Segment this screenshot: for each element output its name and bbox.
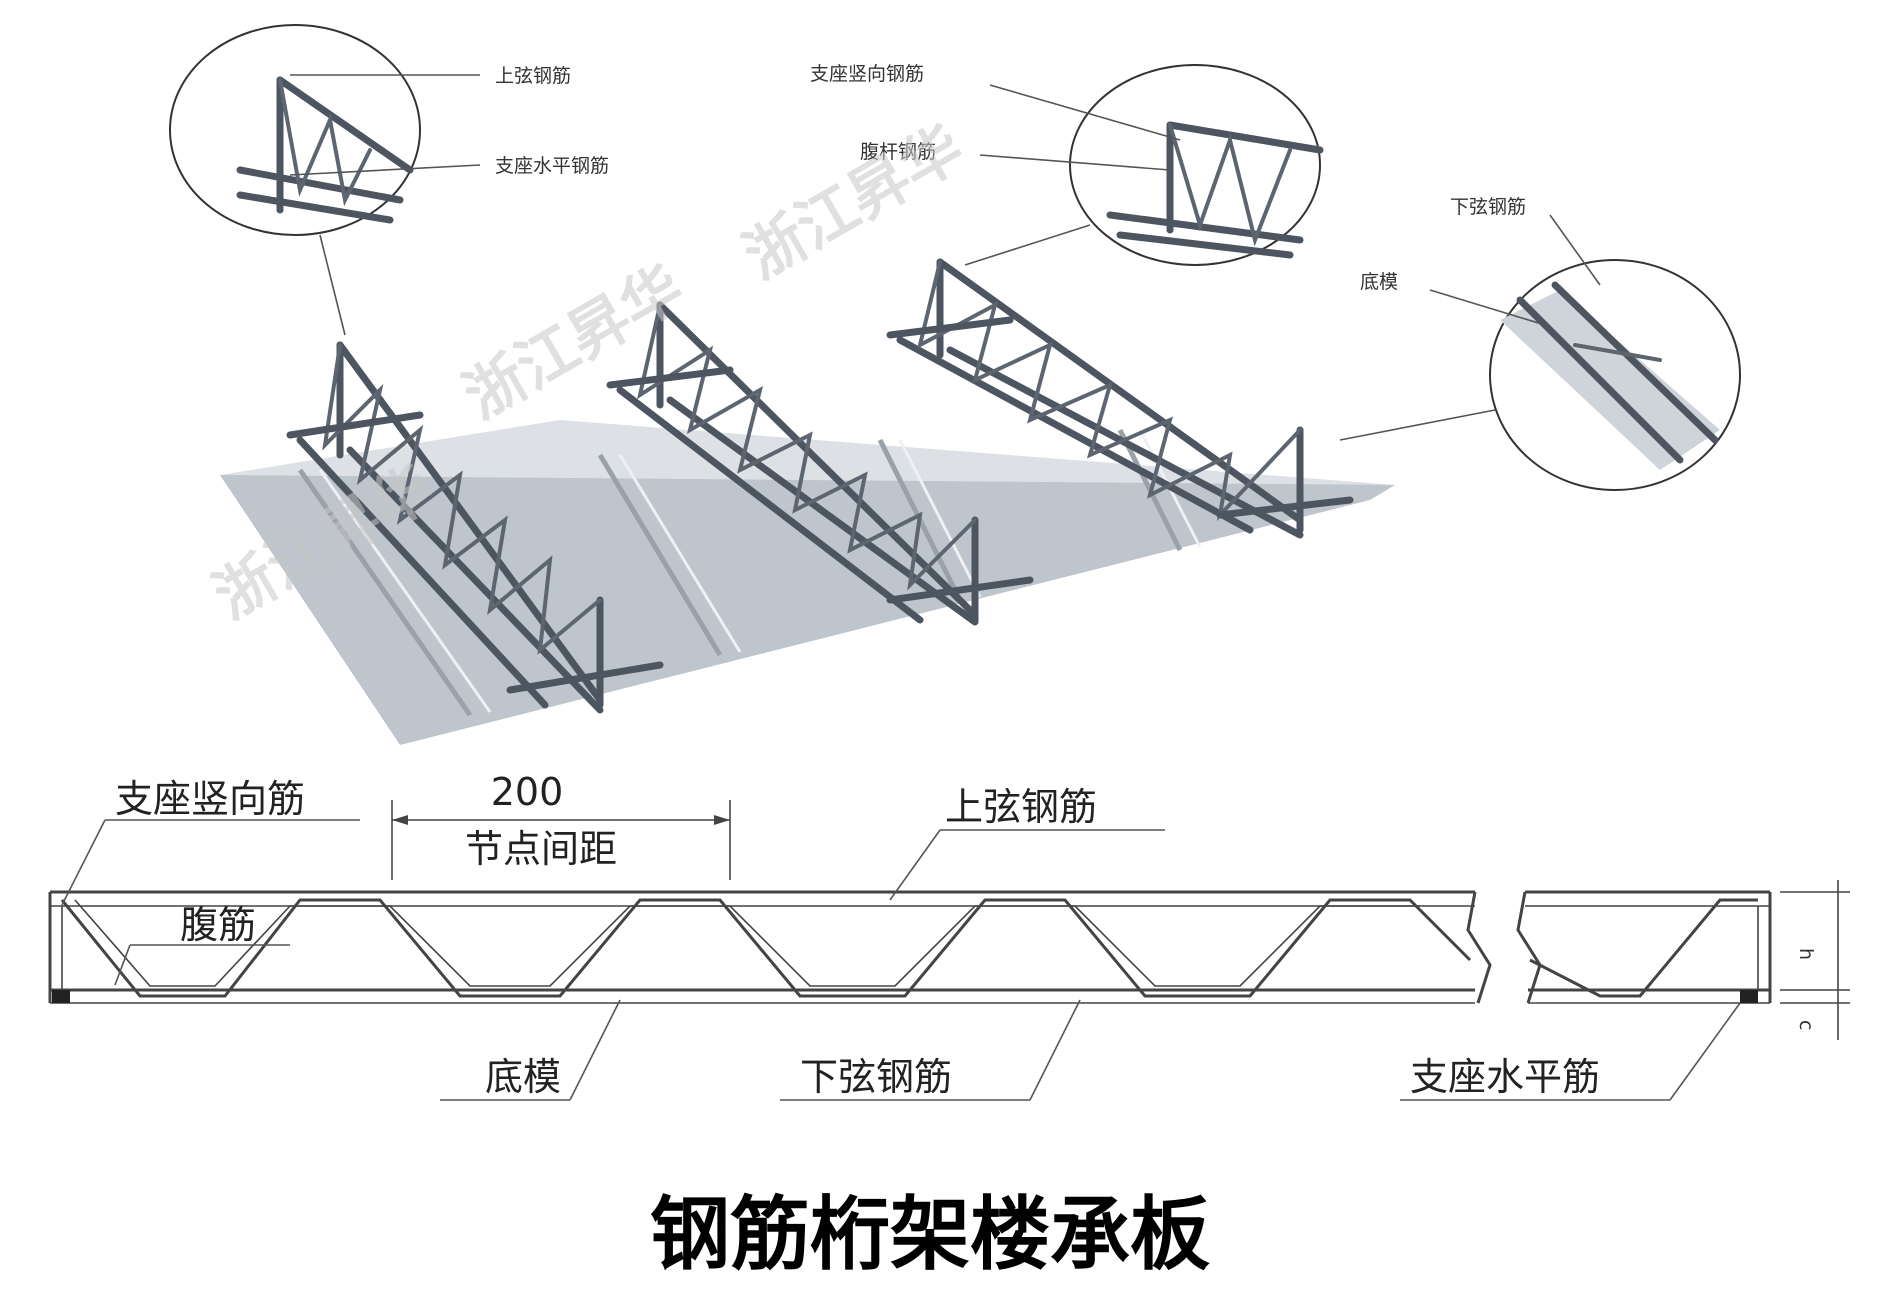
truss-3 — [886, 258, 1354, 539]
callout-top-left — [169, 24, 481, 336]
section-drawing — [48, 800, 1850, 1101]
section-cover-symbol: c — [1795, 1020, 1817, 1030]
section-support-vertical-label: 支座竖向筋 — [115, 777, 305, 821]
callout-support-horizontal-label: 支座水平钢筋 — [495, 155, 609, 177]
truss-1 — [286, 341, 664, 714]
section-support-horizontal-label: 支座水平筋 — [1410, 1055, 1600, 1099]
section-top-chord-label: 上弦钢筋 — [945, 785, 1097, 829]
truss-2 — [606, 301, 1034, 626]
callout-top-right — [964, 64, 1324, 266]
page-title: 钢筋桁架楼承板 — [650, 1188, 1210, 1281]
callout-web-bar-label: 腹杆钢筋 — [860, 141, 936, 163]
section-bottom-chord-label: 下弦钢筋 — [800, 1055, 952, 1099]
callout-top-chord-label: 上弦钢筋 — [495, 65, 571, 87]
callout-right — [1339, 214, 1741, 491]
callout-bottom-chord-label: 下弦钢筋 — [1450, 196, 1526, 218]
callout-support-vertical-label: 支座竖向钢筋 — [810, 63, 924, 85]
section-node-spacing-label: 节点间距 — [465, 827, 617, 871]
section-web-bar-label: 腹筋 — [180, 903, 256, 947]
callout-bottom-form-label: 底模 — [1360, 271, 1398, 293]
section-bottom-form-label: 底模 — [485, 1055, 561, 1099]
section-height-symbol: h — [1795, 948, 1817, 960]
section-dimension-value: 200 — [491, 770, 564, 814]
